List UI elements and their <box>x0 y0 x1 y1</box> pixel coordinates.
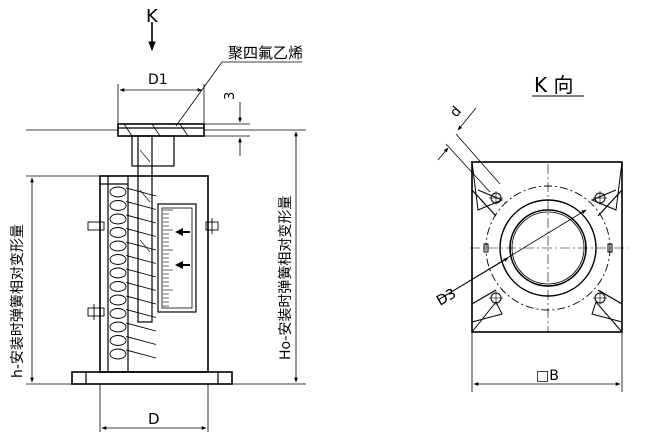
dimension-d <box>99 384 209 432</box>
spring-coil <box>109 294 127 306</box>
dimension-h <box>26 175 100 385</box>
spring-wire <box>125 322 157 332</box>
view-title: K 向 <box>534 73 573 97</box>
spring-coil <box>109 200 127 211</box>
spring-coil <box>109 227 127 238</box>
dimension-b <box>471 332 623 392</box>
dimension-d-small <box>437 107 501 193</box>
material-label: 聚四氟乙烯 <box>228 44 303 62</box>
spring-wire <box>125 187 157 197</box>
spring-wire <box>125 349 157 359</box>
spring-coil <box>109 321 127 333</box>
material-leader <box>175 61 302 127</box>
d-small-label: d <box>447 103 465 120</box>
shaft <box>131 135 175 323</box>
spring-coil <box>109 254 127 265</box>
b-label: □B <box>536 368 559 384</box>
spring-coil <box>109 281 127 292</box>
spring-coil <box>109 348 127 360</box>
dimension-ho <box>204 129 306 385</box>
spring-wire <box>125 282 157 291</box>
h-label: h-安装时弹簧相对变形量 <box>10 224 26 378</box>
k-view <box>437 95 628 392</box>
d1-label: D1 <box>148 72 168 88</box>
dimension-d1 <box>117 84 205 124</box>
spring-wire <box>125 268 157 278</box>
side-bolts <box>87 218 219 320</box>
k-arrow-label: K <box>146 6 159 27</box>
ho-label: Ho-安装时弹簧相对变形量 <box>278 196 294 360</box>
spring-wire <box>125 336 157 345</box>
deflection-scale <box>157 203 197 313</box>
spring <box>109 186 157 360</box>
spring-wire <box>125 255 157 264</box>
housing <box>99 175 209 373</box>
spring-wire <box>125 228 157 237</box>
spring-coil <box>109 335 127 346</box>
spring-wire <box>125 309 157 318</box>
spring-coil <box>109 186 127 198</box>
top-plate <box>117 123 205 137</box>
d-label: D <box>148 410 160 428</box>
spring-coil <box>109 267 127 279</box>
bolt-holes <box>483 191 613 305</box>
spring-wire <box>125 241 157 251</box>
dimension-d3 <box>437 209 587 301</box>
base-plate <box>71 371 233 385</box>
spring-wire <box>125 201 157 210</box>
spring-coil <box>109 240 127 252</box>
spring-wire <box>125 214 157 224</box>
dimension-3 <box>204 102 250 156</box>
spring-wire <box>125 295 157 305</box>
spring-coil <box>109 213 127 225</box>
front-view <box>26 22 306 432</box>
spring-coil <box>109 308 127 319</box>
square-base <box>471 161 623 333</box>
dim-3-label: 3 <box>223 92 238 100</box>
